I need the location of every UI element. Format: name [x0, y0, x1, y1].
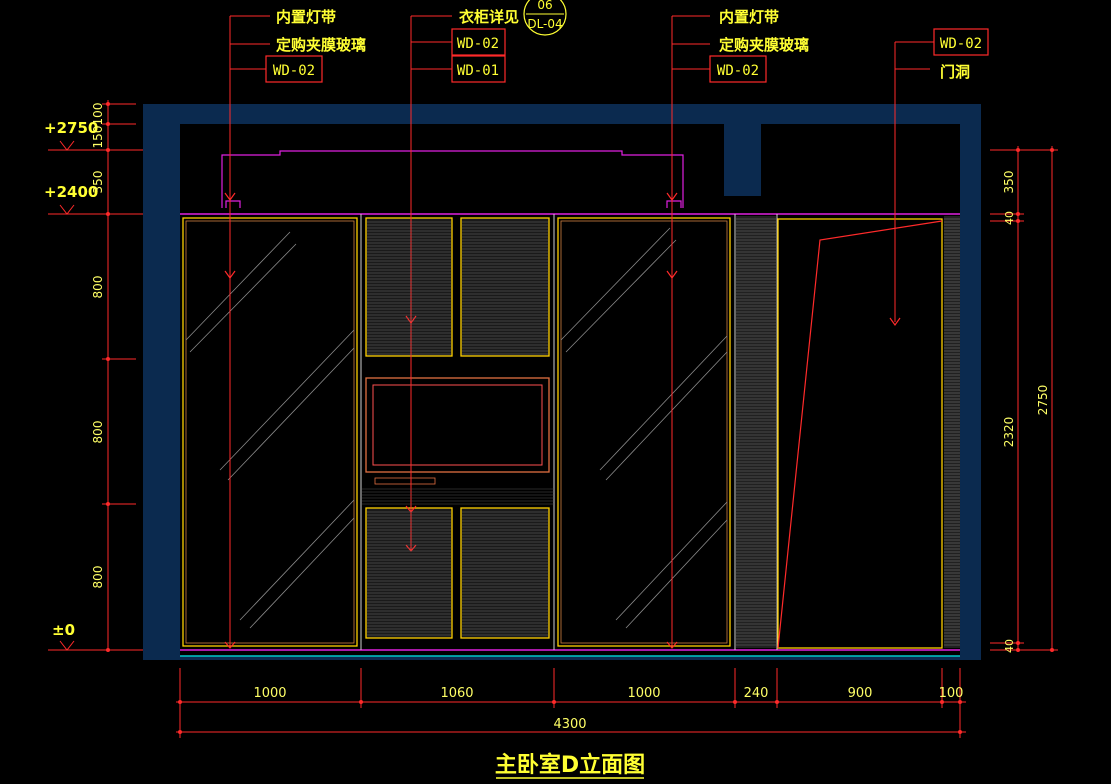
door-slats	[367, 221, 451, 355]
left-dimensions: 100 150 350 800 800 800	[91, 100, 136, 652]
dim-text: 900	[848, 686, 873, 701]
dim-text: 150	[91, 126, 105, 149]
dim-text: 1000	[627, 686, 660, 701]
dim-text: 40	[1003, 211, 1016, 225]
door-slats	[367, 511, 451, 636]
callout-text: 定购夹膜玻璃	[719, 36, 809, 54]
wardrobe-open-niche	[365, 377, 550, 485]
callout-built-in-light-left: 内置灯带 定购夹膜玻璃 WD-02	[265, 8, 366, 83]
dim-text: 2750	[1036, 385, 1050, 416]
dim-text: 800	[91, 421, 105, 444]
dim-text: 350	[1002, 171, 1016, 194]
detail-reference-bubble: 06 DL-04	[523, 0, 567, 36]
door-slats	[462, 511, 548, 636]
dim-text: 2320	[1002, 417, 1016, 448]
dim-text: 240	[744, 686, 769, 701]
material-code: WD-02	[273, 63, 315, 79]
glass-door-right	[557, 217, 731, 647]
dim-text: 800	[91, 276, 105, 299]
callout-text: 内置灯带	[719, 8, 779, 26]
dim-text: 1060	[440, 686, 473, 701]
callout-text: 内置灯带	[276, 8, 336, 26]
material-code: WD-01	[457, 63, 499, 79]
wardrobe-upper-doors	[365, 217, 550, 357]
callout-wardrobe: 衣柜详见 WD-02 WD-01	[451, 8, 519, 83]
callout-text: 衣柜详见	[459, 8, 519, 26]
level-label: +2400	[44, 183, 98, 201]
wardrobe-lower-doors	[365, 507, 550, 639]
niche-base-slats	[362, 488, 554, 505]
detail-number: 06	[537, 0, 552, 12]
right-dimensions: 350 40 2320 40 2750	[990, 146, 1058, 653]
dim-text: 40	[1003, 639, 1016, 653]
door-slats	[462, 221, 548, 355]
dim-text: 350	[91, 171, 105, 194]
door-opening	[777, 216, 960, 649]
material-code: WD-02	[717, 63, 759, 79]
drawing-title: 主卧室D立面图	[495, 752, 645, 779]
level-marks: +2750 +2400 ±0	[44, 119, 143, 651]
dim-text: 100	[939, 686, 964, 701]
level-label: ±0	[52, 621, 75, 639]
dim-text: 100	[91, 103, 105, 126]
callout-arrowheads	[224, 192, 901, 649]
wall-section	[143, 104, 981, 660]
dim-text: 4300	[553, 717, 586, 732]
level-label: +2750	[44, 119, 98, 137]
dim-text: 1000	[253, 686, 286, 701]
panel-slats	[944, 218, 960, 646]
callout-text: 定购夹膜玻璃	[276, 36, 366, 54]
page-title: 主卧室D立面图	[495, 752, 645, 778]
material-code: WD-02	[457, 36, 499, 52]
glass-door-left	[182, 217, 358, 647]
callout-text: 门洞	[940, 63, 970, 81]
bottom-dimensions: 1000 1060 1000 240 900 100 4300	[176, 668, 966, 738]
material-code: WD-02	[940, 36, 982, 52]
dim-text: 800	[91, 566, 105, 589]
detail-sheet: DL-04	[527, 17, 562, 31]
callout-leaders	[229, 15, 934, 646]
ceiling-molding	[221, 150, 684, 208]
callout-built-in-light-right: 内置灯带 定购夹膜玻璃 WD-02	[709, 8, 809, 83]
callout-door-opening: WD-02 门洞	[933, 28, 989, 81]
panel-slats	[736, 218, 776, 646]
division-lines	[360, 214, 778, 650]
